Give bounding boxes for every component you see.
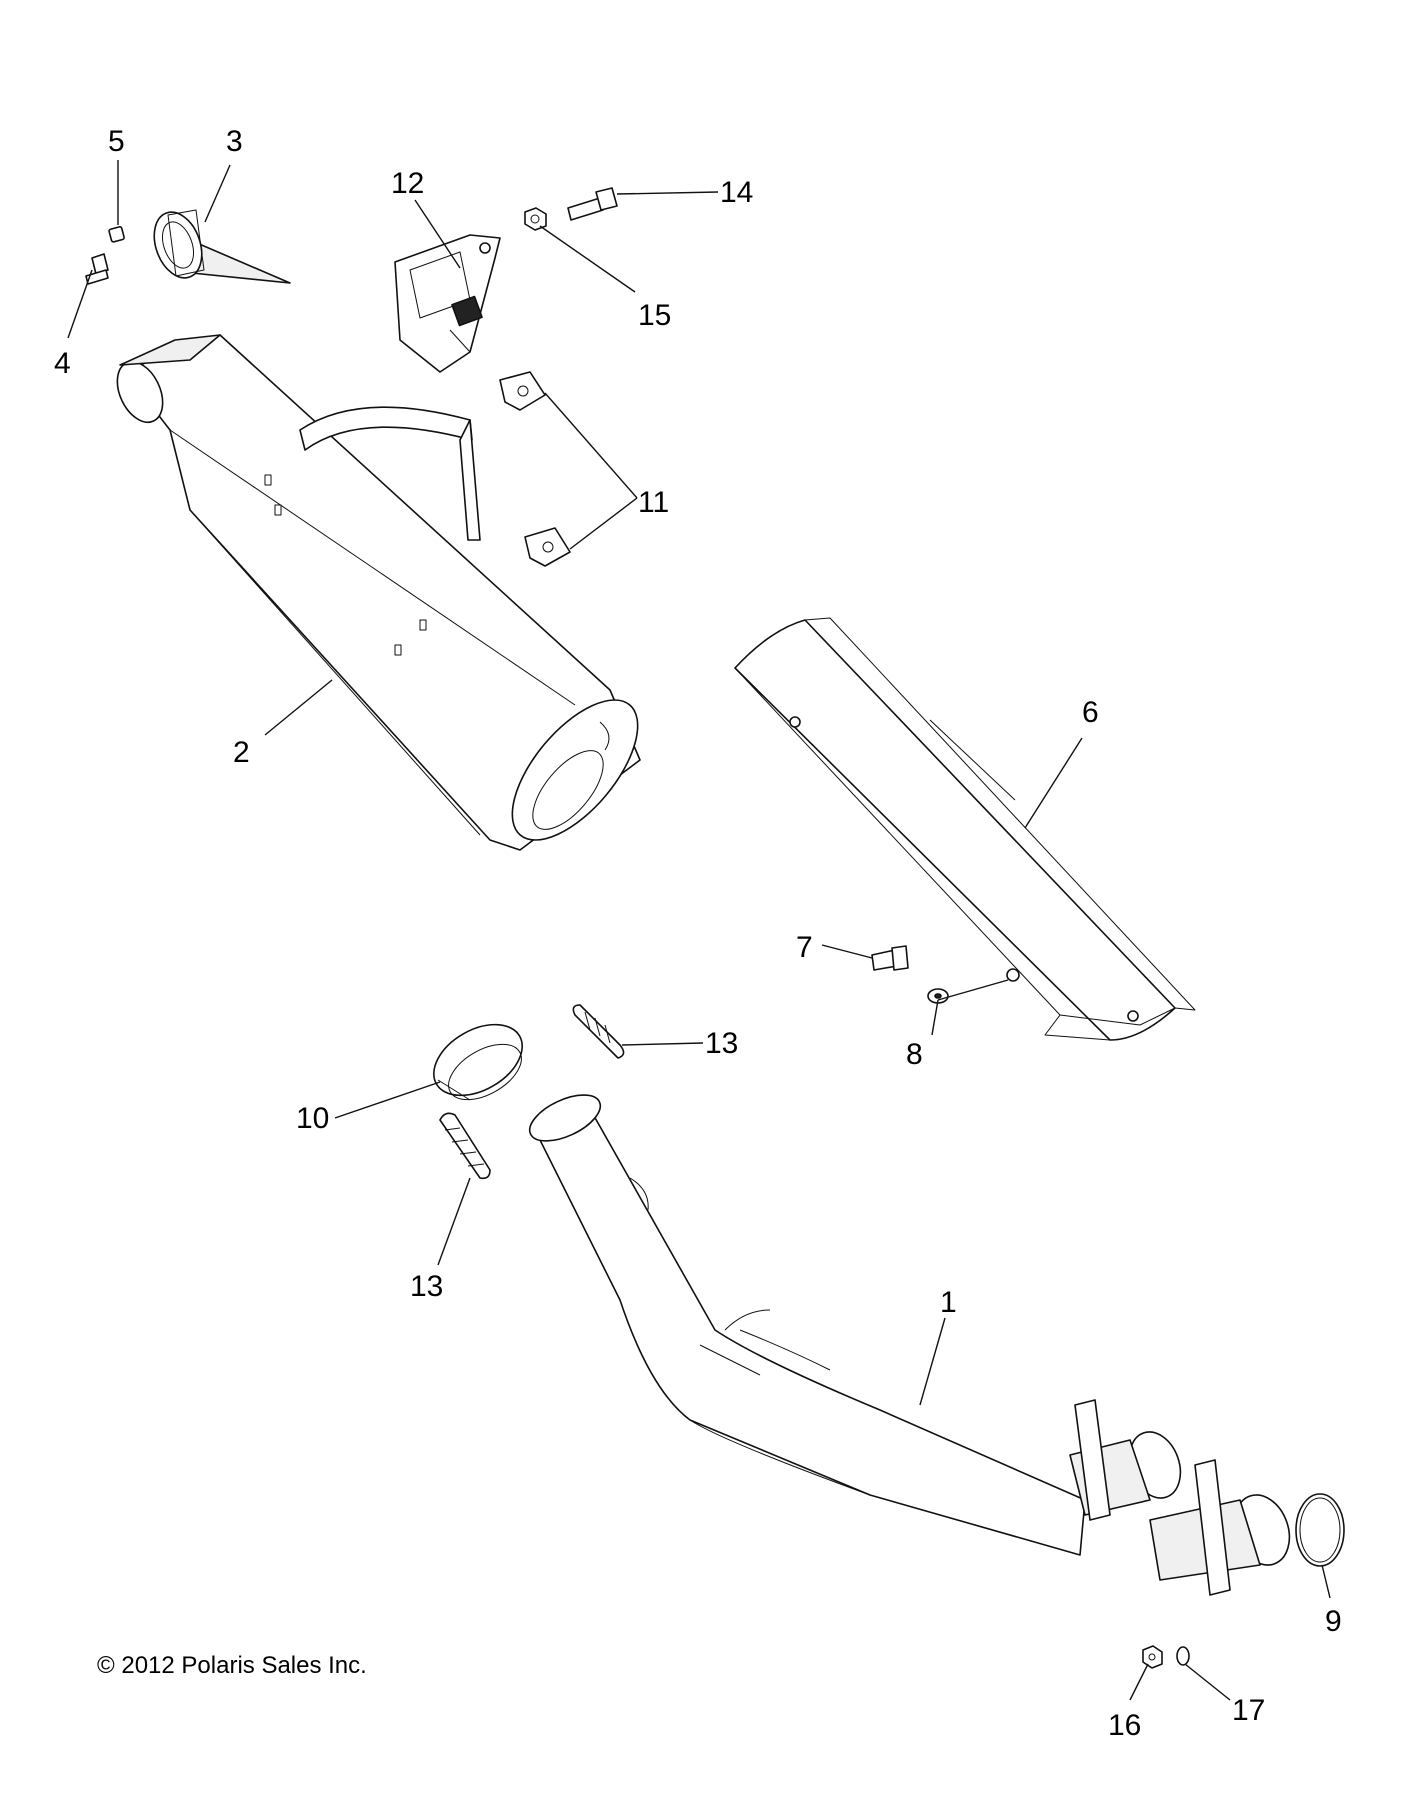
callout-16: 16 xyxy=(1108,1709,1141,1742)
callout-5: 5 xyxy=(108,125,125,158)
callout-14: 14 xyxy=(720,176,753,209)
part-9-gasket xyxy=(1295,1493,1345,1567)
part-13-spring-lower xyxy=(439,1112,491,1180)
callout-13-upper: 13 xyxy=(705,1027,738,1060)
part-17-lock-washer xyxy=(1176,1646,1190,1666)
part-12-bracket xyxy=(394,234,501,373)
callout-6: 6 xyxy=(1082,696,1099,729)
part-2-muffler xyxy=(116,334,641,851)
callout-17: 17 xyxy=(1232,1694,1265,1727)
part-13-spring-upper xyxy=(572,1004,625,1059)
callout-12: 12 xyxy=(391,167,424,200)
callout-2: 2 xyxy=(233,736,250,769)
callout-10: 10 xyxy=(296,1102,329,1135)
part-3-spark-arrestor xyxy=(153,209,291,284)
leader-lines xyxy=(67,160,1331,1701)
callouts: 5 3 4 12 14 15 11 2 6 7 8 13 10 13 1 9 1… xyxy=(54,125,1342,1742)
callout-3: 3 xyxy=(226,125,243,158)
part-5-cap xyxy=(108,226,125,243)
callout-15: 15 xyxy=(638,299,671,332)
callout-8: 8 xyxy=(906,1038,923,1071)
callout-9: 9 xyxy=(1325,1605,1342,1638)
callout-13-lower: 13 xyxy=(410,1270,443,1303)
part-14-bolt xyxy=(567,187,618,221)
part-16-nut xyxy=(1142,1645,1163,1669)
part-7-bolt xyxy=(871,945,909,971)
part-10-clamp-ring xyxy=(433,1023,523,1101)
copyright-text: © 2012 Polaris Sales Inc. xyxy=(97,1652,367,1679)
part-6-heat-shield xyxy=(734,617,1196,1041)
callout-7: 7 xyxy=(796,931,813,964)
part-15-nut xyxy=(524,207,547,231)
part-1-head-pipe xyxy=(528,1094,1291,1596)
callout-11: 11 xyxy=(638,486,669,519)
callout-4: 4 xyxy=(54,347,71,380)
callout-1: 1 xyxy=(940,1286,957,1319)
part-11-grommets xyxy=(499,371,571,567)
